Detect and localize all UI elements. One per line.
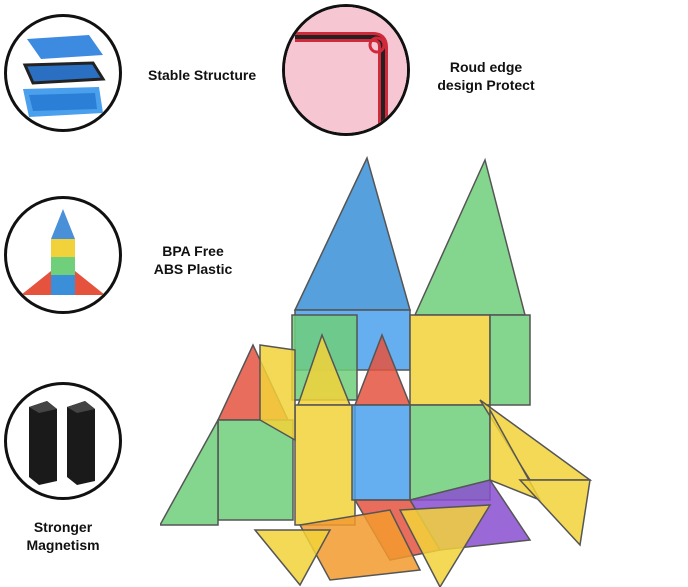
stacked-tiles-icon (4, 14, 122, 132)
rounded-corner-icon (282, 4, 410, 136)
feature-text: Stable Structure (148, 67, 257, 83)
feature-label-stronger-magnetism: Stronger Magnetism (12, 518, 114, 554)
feature-text: BPA Free (162, 243, 224, 259)
rocket-tiles-icon (4, 196, 122, 314)
feature-text: Magnetism (26, 537, 100, 553)
feature-text: ABS Plastic (153, 261, 233, 277)
magnetic-tiles-castle-image (160, 150, 688, 587)
feature-text: Stronger (33, 519, 93, 535)
feature-label-bpa-free: BPA Free ABS Plastic (150, 242, 236, 278)
feature-text: design Protect (437, 77, 535, 93)
magnet-bars-icon (4, 382, 122, 500)
feature-label-round-edge: Roud edge design Protect (430, 58, 542, 94)
feature-text: Roud edge (449, 59, 523, 75)
feature-label-stable-structure: Stable Structure (148, 66, 256, 84)
